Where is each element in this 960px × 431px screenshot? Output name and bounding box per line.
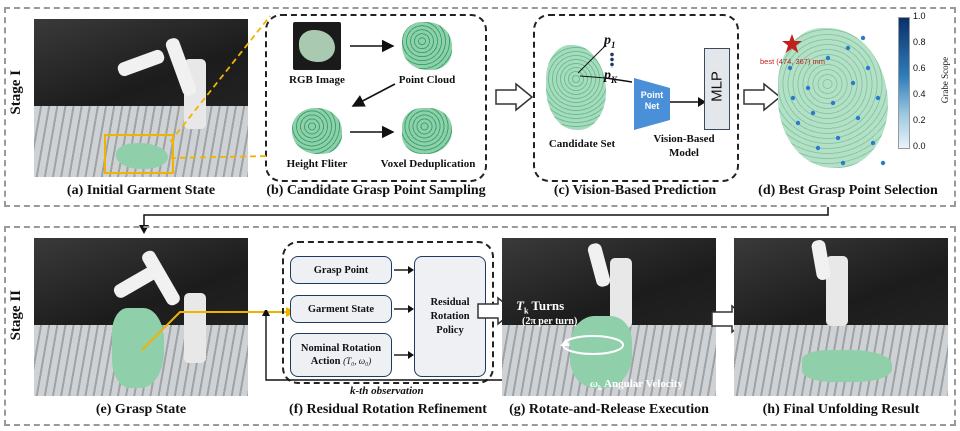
height-filter-label: Height Fliter [286, 158, 348, 170]
per-turn-label: (2π per turn) [522, 316, 578, 327]
caption-h: (h) Final Unfolding Result [762, 402, 920, 417]
rgb-image-thumb [293, 22, 341, 70]
colorbar [898, 17, 910, 149]
caption-g: (g) Rotate-and-Release Execution [509, 402, 709, 417]
garment-state-box: Garment State [290, 295, 392, 323]
caption-f: (f) Residual Rotation Refinement [289, 402, 487, 417]
sampling-arrows [350, 39, 396, 139]
arrow-b-to-c [495, 82, 534, 112]
initial-garment-photo [34, 19, 248, 177]
pointnet-to-mlp-arrow [670, 97, 706, 107]
arrow-c-to-d [743, 82, 782, 112]
ellipsis-dots [610, 52, 614, 68]
final-unfolding-photo [734, 238, 948, 396]
model-label-2: Model [669, 147, 699, 159]
garment-highlight-box [104, 134, 174, 174]
grasp-state-photo [34, 238, 248, 396]
caption-a: (a) Initial Garment State [66, 183, 216, 198]
turns-label: Tk Turns [516, 298, 565, 316]
stage-1-frame [4, 7, 956, 207]
garment [116, 143, 168, 169]
mlp-block [704, 48, 730, 130]
voxel-thumb [402, 108, 452, 154]
grasp-point-box: Grasp Point [290, 256, 392, 284]
model-label-1: Vision-Based [653, 133, 715, 145]
mlp-label: MLP [708, 71, 726, 102]
stage-2-frame [4, 226, 956, 426]
rotate-release-photo [502, 238, 716, 396]
pointnet-label: Point Net [640, 90, 664, 111]
candidate-lines [577, 44, 633, 83]
rgb-image-label: RGB Image [289, 74, 345, 86]
angular-velocity-label: ωk Angular Velocity [590, 378, 683, 393]
best-point-star [782, 34, 802, 53]
zoom-lines [170, 15, 271, 159]
stage-1-label: Stage I [8, 70, 24, 115]
pointnet-block [634, 78, 670, 130]
stage-2-label: Stage II [8, 290, 24, 341]
point-cloud-label: Point Cloud [398, 74, 456, 86]
voxel-label: Voxel Deduplication [380, 158, 476, 170]
candidate-set-label: Candidate Set [548, 138, 616, 150]
rotating-garment [570, 316, 632, 388]
nominal-rotation-box: Nominal Rotation Action (T₀, ω₀) [290, 333, 392, 377]
residual-policy-box: Residual Rotation Policy [414, 256, 486, 377]
colorbar-title: Grabe Scope [940, 56, 950, 104]
colorbar-ticks: 1.0 0.8 0.6 0.4 0.2 0.0 [913, 11, 926, 151]
prediction-panel [533, 14, 739, 182]
sampling-panel [265, 14, 487, 182]
height-filter-thumb [292, 108, 342, 154]
hanging-garment [112, 308, 164, 388]
refinement-arrows [394, 266, 414, 359]
unfolded-garment [802, 350, 892, 382]
caption-b: (b) Candidate Grasp Point Sampling [266, 183, 486, 198]
p1-label: p1 [604, 33, 616, 50]
grasp-points [787, 35, 886, 166]
point-cloud-thumb [402, 22, 452, 70]
candidate-set-cloth [546, 45, 606, 130]
caption-e: (e) Grasp State [95, 402, 187, 417]
caption-c: (c) Vision-Based Prediction [553, 183, 717, 198]
rotation-ellipse [560, 335, 624, 355]
observation-label: k-th observation [350, 385, 424, 397]
caption-d: (d) Best Grasp Point Selection [758, 183, 938, 198]
best-point-annotation: best (474, 367) mm [760, 57, 826, 66]
